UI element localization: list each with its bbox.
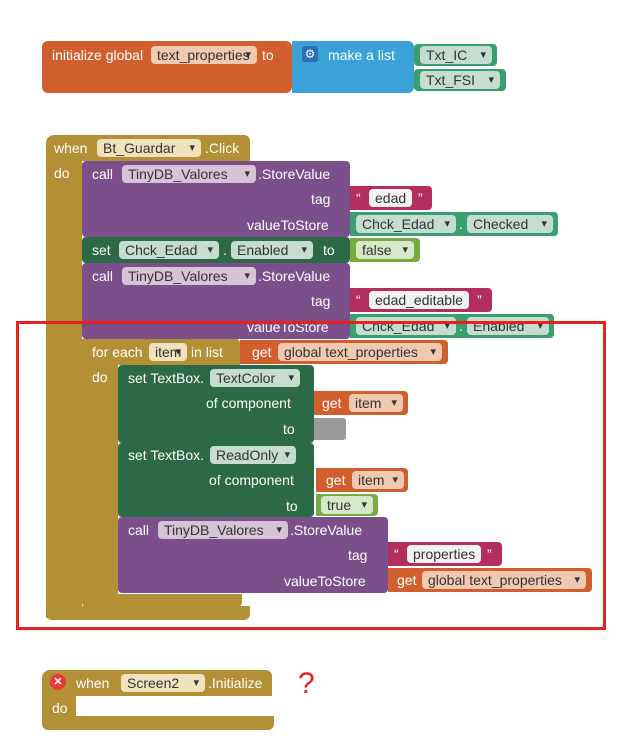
- screen-component-dropdown[interactable]: Screen2: [121, 674, 205, 692]
- call3-label: call: [128, 522, 150, 538]
- logic-false-dropdown[interactable]: false: [356, 241, 414, 259]
- when-label: when: [54, 140, 88, 156]
- dot-3: .: [459, 318, 463, 334]
- call1-method: .StoreValue: [258, 166, 331, 182]
- call3-tag-label: tag: [348, 547, 368, 563]
- get-item-var-2[interactable]: item: [352, 471, 404, 489]
- get-list-var[interactable]: global text_properties: [278, 343, 442, 361]
- question-mark-annotation: ?: [298, 667, 315, 700]
- get-item-label-2: get: [326, 472, 346, 488]
- event-do-label: do: [54, 165, 70, 181]
- get-item-label-1: get: [322, 395, 342, 411]
- call3-value-label: valueToStore: [284, 573, 366, 589]
- text-edad-editable[interactable]: edad_editable: [369, 291, 469, 309]
- quote-close: ”: [418, 190, 423, 206]
- set1-property[interactable]: Enabled: [231, 241, 313, 259]
- highlight-rectangle: [16, 321, 606, 630]
- list-item-2[interactable]: Txt_FSI: [420, 71, 500, 89]
- in-list-label: in list: [191, 344, 223, 360]
- call2-label: call: [92, 268, 114, 284]
- for-each-spine: [82, 364, 118, 596]
- set2-property[interactable]: TextColor: [210, 369, 300, 387]
- call2-component-dropdown[interactable]: TinyDB_Valores: [122, 267, 256, 285]
- screen-do-label: do: [52, 700, 68, 716]
- set1-label: set: [92, 242, 111, 258]
- screen-event-name: .Initialize: [208, 675, 263, 691]
- set3-to: to: [286, 498, 298, 514]
- initialize-global-label: initialize global: [52, 47, 144, 63]
- for-each-label: for each: [92, 344, 143, 360]
- list-item-1[interactable]: Txt_IC: [420, 46, 492, 64]
- error-icon[interactable]: ✕: [50, 674, 66, 690]
- text-properties[interactable]: properties: [407, 545, 482, 563]
- empty-socket[interactable]: [314, 418, 346, 440]
- make-list-label: make a list: [328, 47, 395, 63]
- call2-method: .StoreValue: [258, 268, 331, 284]
- for-each-var[interactable]: item: [149, 343, 187, 361]
- initialize-event-footer: [42, 716, 274, 730]
- call3-component-dropdown[interactable]: TinyDB_Valores: [158, 521, 288, 539]
- get-global-var[interactable]: global text_properties: [422, 571, 586, 589]
- quote-open-3: “: [394, 546, 399, 562]
- get-list-label: get: [252, 344, 272, 360]
- get-global-label: get: [397, 572, 417, 588]
- set1-component[interactable]: Chck_Edad: [119, 241, 219, 259]
- quote-close-3: ”: [487, 546, 492, 562]
- set1-to: to: [323, 242, 335, 258]
- dot-1: .: [459, 216, 463, 232]
- global-var-name[interactable]: text_properties: [151, 46, 257, 64]
- call3-method: .StoreValue: [290, 522, 363, 538]
- call1-value-property[interactable]: Checked: [467, 215, 553, 233]
- click-event-footer: [46, 606, 250, 620]
- set2-label: set TextBox.: [128, 370, 205, 386]
- get-item-var-1[interactable]: item: [349, 394, 403, 412]
- logic-true-dropdown[interactable]: true: [321, 496, 373, 514]
- gear-icon[interactable]: ⚙: [302, 46, 318, 62]
- set3-property[interactable]: ReadOnly: [210, 446, 296, 464]
- initialize-event-spine: [42, 695, 76, 719]
- set3-of-component: of component: [209, 472, 294, 488]
- click-event-spine: [46, 160, 82, 618]
- quote-close-2: ”: [477, 292, 482, 308]
- quote-open-2: “: [356, 292, 361, 308]
- for-each-do-label: do: [92, 369, 108, 385]
- set2-to: to: [283, 421, 295, 437]
- call1-value-component[interactable]: Chck_Edad: [356, 215, 456, 233]
- dot-2: .: [223, 242, 227, 258]
- event-name: .Click: [205, 140, 240, 156]
- quote-open: “: [356, 190, 361, 206]
- screen-when-label: when: [76, 675, 110, 691]
- call1-component-dropdown[interactable]: TinyDB_Valores: [122, 165, 256, 183]
- call1-tag-label: tag: [311, 191, 331, 207]
- text-edad[interactable]: edad: [369, 189, 413, 207]
- call2-tag-label: tag: [311, 293, 331, 309]
- init-to-label: to: [262, 47, 274, 63]
- event-component-dropdown[interactable]: Bt_Guardar: [97, 139, 201, 157]
- call1-label: call: [92, 166, 114, 182]
- for-each-footer: [82, 594, 242, 608]
- call1-value-label: valueToStore: [247, 217, 329, 233]
- set2-of-component: of component: [206, 395, 291, 411]
- set3-label: set TextBox.: [128, 447, 205, 463]
